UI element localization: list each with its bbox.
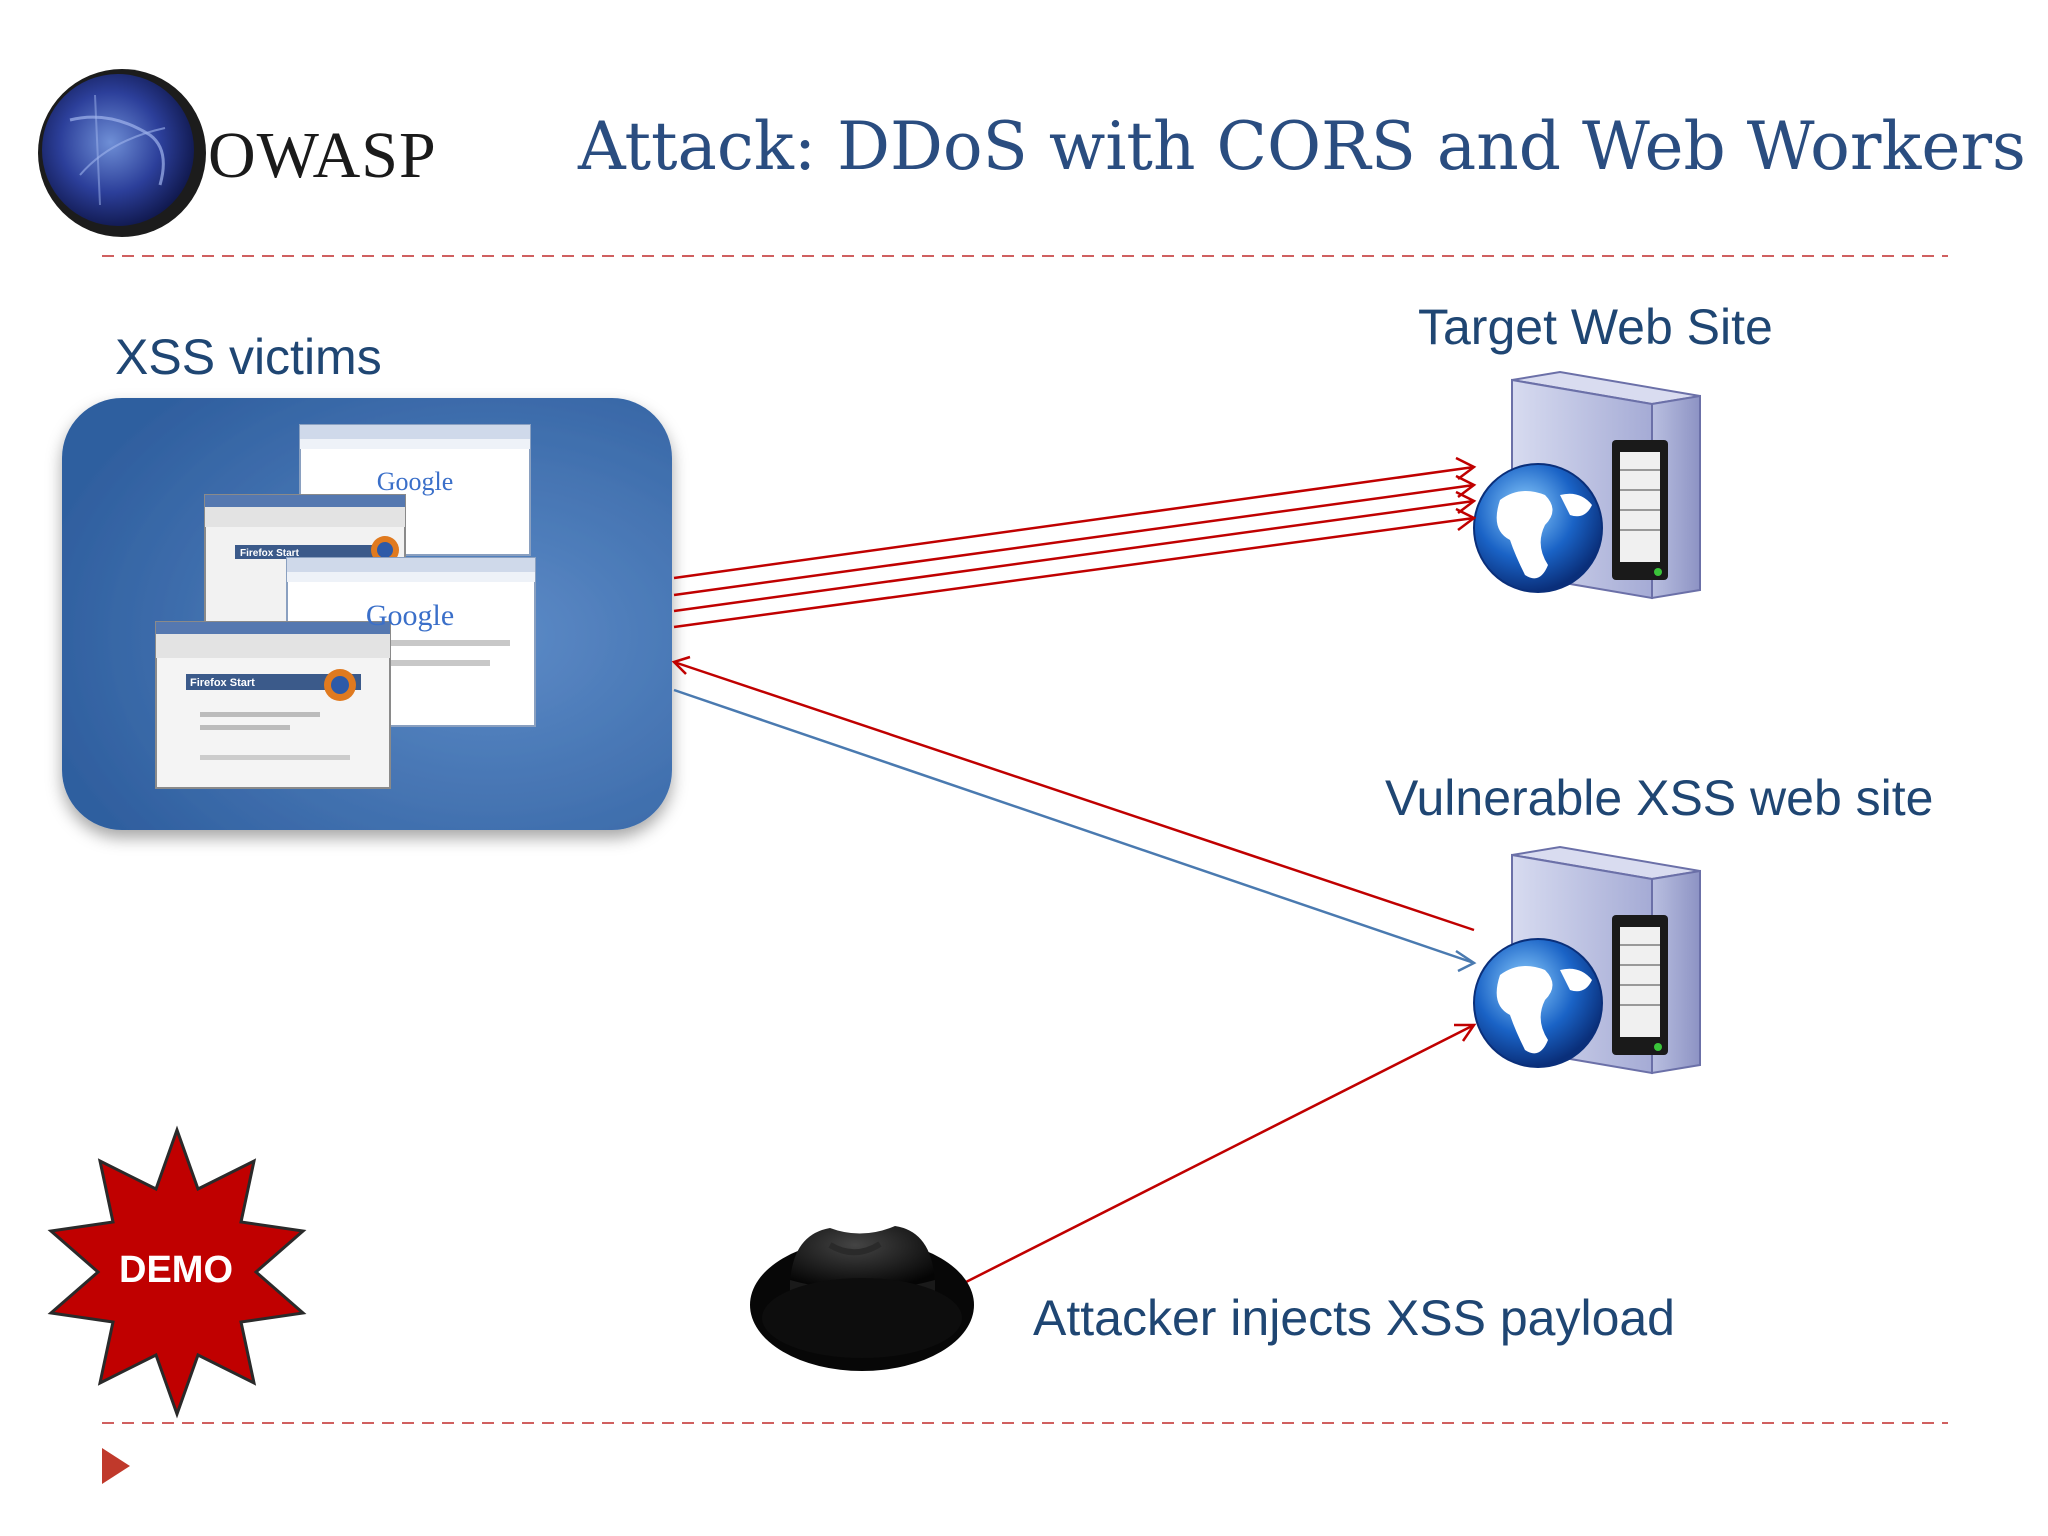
owasp-logo-icon (38, 69, 206, 237)
inject-arrow (963, 1023, 1477, 1285)
browser-window (155, 621, 391, 789)
attacker-label: Attacker injects XSS payload (1033, 1290, 1675, 1346)
demo-badge (47, 1125, 307, 1419)
ddos-arrow (673, 483, 1475, 597)
demo-badge-label[interactable]: DEMO (119, 1249, 233, 1291)
xss-victims-label: XSS victims (115, 329, 382, 385)
ddos-arrow (673, 516, 1475, 629)
arrowhead (1455, 456, 1477, 480)
fedora-hat-icon (750, 1226, 974, 1371)
firefox-start-text: Firefox Start (190, 677, 255, 689)
payload-delivery-arrow (671, 655, 1475, 932)
ddos-arrows (673, 456, 1477, 629)
target-web-site-label: Target Web Site (1418, 299, 1773, 355)
globe-icon (1473, 938, 1603, 1068)
firefox-start-text: Firefox Start (240, 548, 300, 559)
request-arrow (673, 688, 1477, 973)
globe-icon (1473, 463, 1603, 593)
slide-title: Attack: DDoS with CORS and Web Workers (578, 108, 2026, 185)
vulnerable-site-label: Vulnerable XSS web site (1385, 770, 1934, 826)
play-triangle-icon (102, 1448, 130, 1484)
google-logo-text: Google (366, 599, 454, 632)
google-logo-text: Google (377, 467, 454, 496)
ddos-arrow (673, 499, 1475, 613)
arrowhead (1455, 474, 1477, 498)
ddos-arrow (673, 465, 1475, 580)
arrowhead (1455, 507, 1477, 531)
owasp-logo-text: OWASP (208, 119, 437, 192)
victims-panel: Google Google Firefox Start Firefox Star… (62, 398, 672, 830)
arrowhead (1455, 490, 1477, 514)
